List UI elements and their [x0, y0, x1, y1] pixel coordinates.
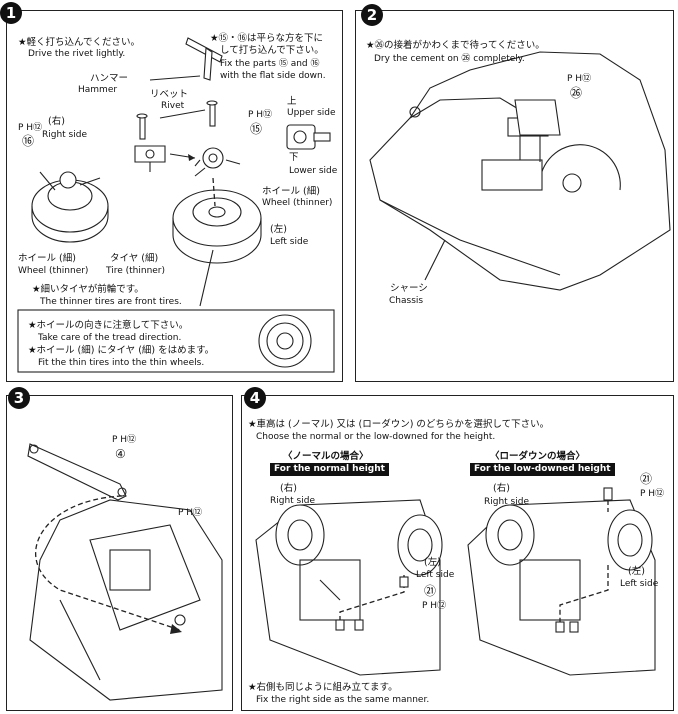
tire-thin-en: Tire (thinner) [106, 266, 166, 276]
normal-height-title-jp: 〈ノーマルの場合〉 [283, 451, 369, 462]
step4-panel [241, 395, 674, 711]
rivet-label-jp: リベット [150, 89, 189, 100]
step-number-1: 1 [0, 2, 22, 24]
right-side-jp-normal: (右) [280, 483, 297, 494]
chassis-label-en: Chassis [389, 296, 424, 306]
step-number-4: 4 [244, 387, 266, 409]
left-side-jp-low: (左) [628, 566, 645, 577]
right-side-en: Right side [42, 130, 87, 140]
part-4-label: ④ [115, 447, 126, 461]
lower-side-jp: 下 [289, 152, 299, 163]
part-21-label-low: ㉑ [640, 472, 653, 486]
front-tires-jp: ★細いタイヤが前輪です。 [32, 284, 144, 295]
part-ph12-label-b: P H⑫ [18, 123, 43, 133]
chassis-rear-drawing [29, 499, 223, 701]
wheel-left [172, 177, 262, 264]
hammer-label-jp: ハンマー [90, 73, 129, 84]
flat-side-instruction-en2: with the flat side down. [220, 71, 326, 81]
right-side-en-normal: Right side [270, 496, 315, 506]
left-side-en-normal: Left side [416, 570, 455, 580]
fit-tires-en: Fit the thin tires into the thin wheels. [38, 358, 205, 368]
tread-note-box [17, 309, 335, 373]
choose-height-en: Choose the normal or the low-downed for … [256, 432, 496, 442]
part-21-label-normal: ㉑ [424, 584, 437, 598]
step-number-3: 3 [8, 387, 30, 409]
part-ph12-label: P H⑫ [567, 74, 592, 84]
part-ph12-label-a: P H⑫ [248, 110, 273, 120]
flat-side-instruction-en1: Fix the parts ⑮ and ⑯ [220, 59, 320, 69]
part-26-label: ㉖ [570, 86, 583, 100]
choose-height-jp: ★車高は (ノーマル) 又は (ローダウン) のどちらかを選択して下さい。 [248, 419, 550, 430]
chassis-drawing [369, 51, 671, 291]
part-ph12-label-low: P H⑫ [640, 489, 665, 499]
normal-height-title-en: For the normal height [270, 463, 389, 476]
step-number-2: 2 [361, 4, 383, 26]
fit-tires-jp: ★ホイール (細) にタイヤ (細) をはめます。 [28, 345, 215, 356]
low-height-drawing [467, 487, 656, 676]
hammer-icon [149, 37, 223, 81]
step3-panel [6, 395, 233, 711]
low-height-title-jp: 〈ローダウンの場合〉 [490, 451, 586, 462]
upper-side-jp: 上 [287, 96, 297, 107]
front-tires-en: The thinner tires are front tires. [40, 297, 182, 307]
part-ph12-label-b: P H⑫ [178, 508, 203, 518]
wheel-thin-en-upper: Wheel (thinner) [262, 198, 333, 208]
chassis-label-jp: シャーシ [390, 283, 428, 294]
upper-side-en: Upper side [287, 108, 336, 118]
part-15-label: ⑮ [250, 122, 263, 136]
link-rod-drawing [27, 443, 127, 501]
rivet-instruction-jp: ★軽く打ち込んでください。 [18, 37, 141, 48]
part-16-label: ⑯ [22, 134, 35, 148]
right-side-jp: (右) [48, 116, 65, 127]
left-side-jp: (左) [270, 224, 287, 235]
rivet-icon [136, 100, 218, 140]
tread-direction-jp: ★ホイールの向きに注意して下さい。 [28, 320, 189, 331]
flat-side-instruction-jp2: して打ち込んで下さい。 [220, 45, 324, 56]
right-side-en-low: Right side [484, 497, 529, 507]
wheel-thin-jp-lower: ホイール (細) [18, 253, 76, 264]
wheel-right [31, 171, 109, 243]
wheel-thin-en-lower: Wheel (thinner) [18, 266, 89, 276]
rivet-label-en: Rivet [161, 101, 185, 111]
hammer-label-en: Hammer [78, 85, 118, 95]
hub-part [194, 147, 241, 177]
part-ph12-label-a: P H⑫ [112, 435, 137, 445]
tire-thin-jp: タイヤ (細) [110, 253, 159, 264]
dry-cement-jp: ★㉖の接着がかわくまで待ってください。 [366, 40, 545, 51]
dry-cement-en: Dry the cement on ㉖ completely. [374, 54, 525, 64]
tread-direction-en: Take care of the tread direction. [38, 333, 182, 343]
low-height-title-en: For the low-downed height [470, 463, 615, 476]
same-manner-jp: ★右側も同じように組み立てます。 [248, 682, 398, 693]
step1-panel [6, 10, 343, 382]
right-side-jp-low: (右) [493, 483, 510, 494]
part-ph12-label-normal: P H⑫ [422, 601, 447, 611]
left-side-en-low: Left side [620, 579, 659, 589]
rivet-instruction-en: Drive the rivet lightly. [28, 49, 126, 59]
normal-height-drawing [255, 499, 443, 676]
step2-panel [355, 10, 674, 382]
flat-side-instruction-jp1: ★⑮・⑯は平らな方を下に [210, 33, 324, 44]
left-side-en: Left side [270, 237, 309, 247]
wheel-thin-jp-upper: ホイール (細) [262, 186, 320, 197]
same-manner-en: Fix the right side as the same manner. [256, 695, 430, 705]
lower-side-en: Lower side [289, 166, 338, 176]
left-side-jp-normal: (左) [424, 557, 441, 568]
